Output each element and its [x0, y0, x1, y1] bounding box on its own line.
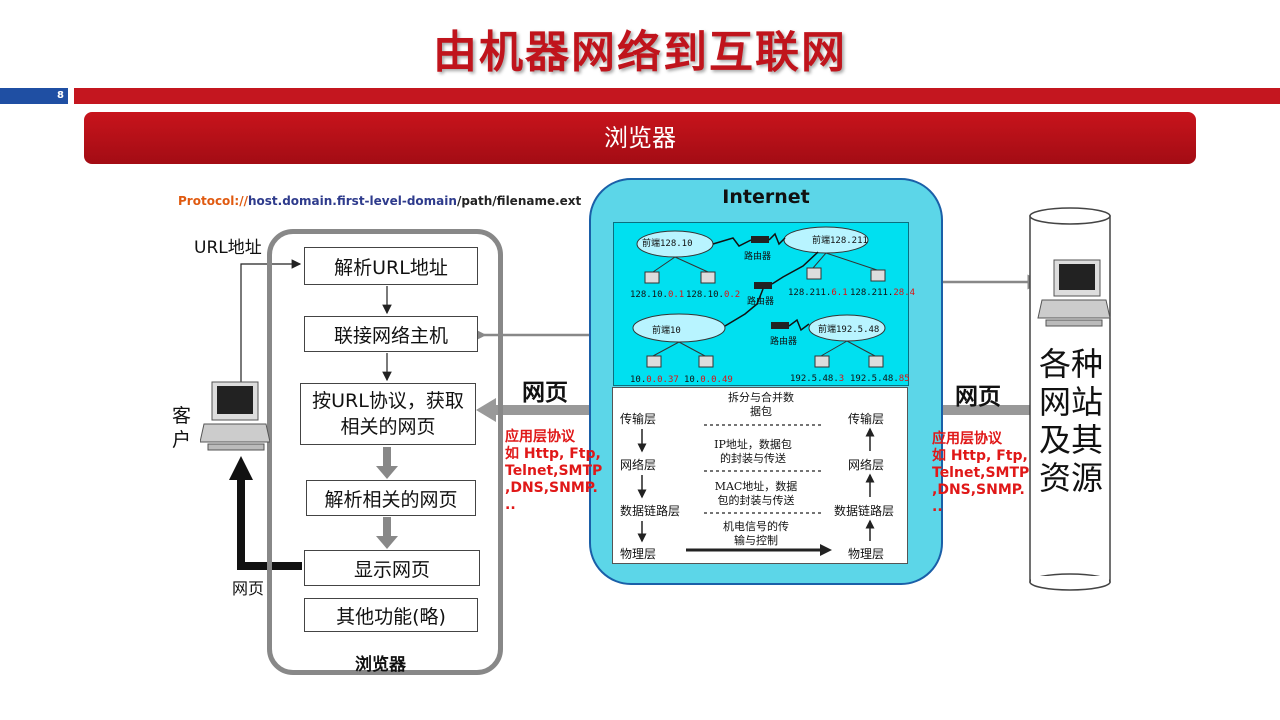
- section-banner: 浏览器: [84, 112, 1196, 164]
- host-address: 192.5.48.85: [850, 374, 910, 384]
- page-number: 8: [57, 90, 64, 101]
- process-segment: 拆分与合并数据包: [728, 391, 794, 418]
- server-computer-icon: [1037, 259, 1111, 327]
- client-computer-icon: [200, 381, 270, 451]
- net-label: 前端10: [652, 326, 681, 336]
- layer-network-left: 网络层: [620, 458, 657, 472]
- header-bar-red: [74, 88, 1280, 104]
- url-host: host.domain.first-level-domain: [247, 194, 457, 208]
- url-arrow: [240, 259, 302, 383]
- layer-datalink-left: 数据链路层: [620, 504, 681, 518]
- host-address: 128.211.28.4: [850, 288, 916, 298]
- router-icon: [771, 322, 789, 329]
- router-label: 路由器: [747, 297, 775, 307]
- url-protocol: Protocol:: [178, 194, 240, 208]
- client-webpage-label: 网页: [232, 579, 265, 598]
- layer-network-right: 网络层: [848, 458, 885, 472]
- host-address: 192.5.48.3: [790, 374, 845, 384]
- url-address-label: URL地址: [194, 238, 262, 258]
- step-parse-page: 解析相关的网页: [306, 480, 476, 516]
- step-connect-host: 联接网络主机: [304, 316, 478, 352]
- browser-container: [267, 229, 503, 675]
- host-address: 128.211.6.1: [788, 288, 848, 298]
- protocol-layers-panel: [612, 387, 908, 564]
- router-label: 路由器: [744, 252, 772, 262]
- websites-label: 各种网站及其资源: [1038, 345, 1103, 497]
- webpage-label-right: 网页: [955, 384, 1001, 410]
- client-label: 客户: [172, 405, 192, 451]
- process-mac: MAC地址，数据包的封装与传送: [714, 480, 798, 507]
- network-drawing: [632, 226, 886, 368]
- display-to-client-arrow: [237, 478, 302, 570]
- header-bar-blue: [0, 88, 68, 104]
- router-icon: [754, 282, 772, 289]
- url-format: Protocol://host.domain.first-level-domai…: [178, 194, 581, 208]
- host-address: 128.10.0.1: [630, 290, 685, 300]
- router-label: 路由器: [770, 337, 798, 347]
- layer-datalink-right: 数据链路层: [834, 504, 895, 518]
- layer-physical-right: 物理层: [848, 547, 885, 561]
- layer-transport-left: 传输层: [620, 412, 657, 426]
- process-physical: 机电信号的传输与控制: [723, 520, 789, 547]
- url-path: /path/filename.ext: [456, 194, 582, 208]
- webpage-label-mid: 网页: [522, 380, 568, 406]
- layer-physical-left: 物理层: [620, 547, 657, 561]
- host-address: 10.0.0.37: [630, 375, 679, 385]
- net-label: 前端128.211: [812, 236, 868, 246]
- step-parse-url: 解析URL地址: [304, 247, 478, 285]
- internet-label: Internet: [722, 186, 810, 208]
- step-display-page: 显示网页: [304, 550, 480, 586]
- process-ip: IP地址，数据包的封装与传送: [714, 438, 792, 465]
- layer-transport-right: 传输层: [848, 412, 885, 426]
- layer-arrows: [637, 424, 875, 556]
- protocol-note-mid: 应用层协议如 Http, Ftp,Telnet,SMTP,DNS,SNMP...: [505, 429, 603, 513]
- router-icon: [751, 236, 769, 243]
- net-label: 前端192.5.48: [818, 325, 880, 335]
- step-fetch-page: 按URL协议，获取相关的网页: [300, 383, 476, 445]
- net-label: 前端128.10: [642, 239, 693, 249]
- slide-title: 由机器网络到互联网: [433, 27, 847, 78]
- protocol-note-right: 应用层协议如 Http, Ftp,Telnet,SMTP,DNS,SNMP...: [932, 431, 1030, 515]
- host-address: 128.10.0.2: [686, 290, 741, 300]
- host-address: 10.0.0.49: [684, 375, 733, 385]
- browser-label: 浏览器: [355, 655, 406, 675]
- url-slashes: //: [239, 194, 248, 208]
- step-other-functions: 其他功能(略): [304, 598, 478, 632]
